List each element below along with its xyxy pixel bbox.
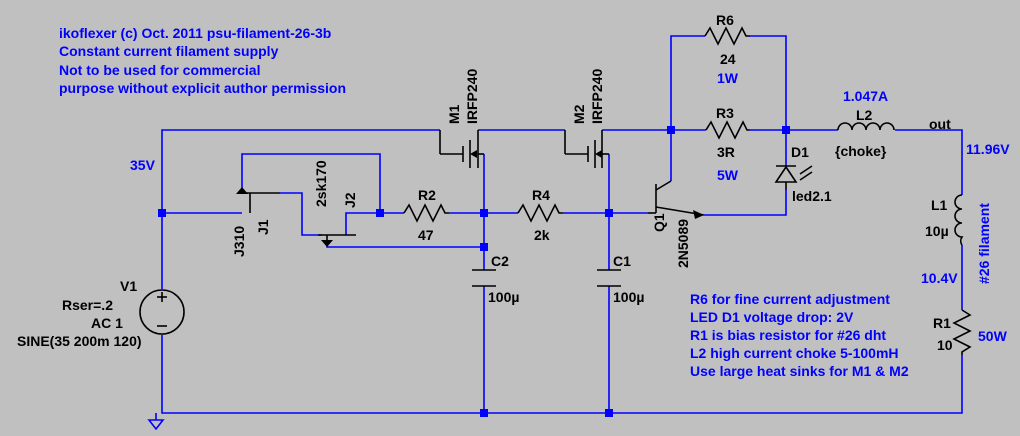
r6-resistor-symbol [704,26,750,46]
net-label-current: 1.047A [843,88,888,104]
net-label-mid-voltage: 10.4V [921,270,958,286]
m2-value: IRFP240 [589,69,605,124]
r1-value: 10 [937,337,953,353]
j2-name: J2 [342,192,358,208]
v1-param: SINE(35 200m 120) [17,333,142,349]
r6-name: R6 [716,12,734,28]
net-labels: 35V 1.047A out 11.96V 10.4V #26 filament [130,88,1010,286]
note-line: Constant current filament supply [59,43,279,59]
r1-name: R1 [933,315,951,331]
l1-value: 10µ [925,223,949,239]
note-line: Use large heat sinks for M1 & M2 [690,363,909,379]
j2-jfet-symbol [318,234,356,247]
m1-mosfet-symbol [439,130,484,168]
note-line: ikoflexer (c) Oct. 2011 psu-filament-26-… [59,25,331,41]
c2-capacitor-symbol [472,269,496,287]
wires [147,35,963,431]
m1-name: M1 [446,104,462,124]
r6-power: 1W [717,70,739,86]
q1-bjt-symbol [648,180,705,219]
m1-value: IRFP240 [464,69,480,124]
note-line: Not to be used for commercial [59,62,260,78]
r3-value: 3R [717,144,735,160]
r2-resistor-symbol [403,203,449,223]
notes-top: ikoflexer (c) Oct. 2011 psu-filament-26-… [59,25,346,96]
note-line: L2 high current choke 5-100mH [690,345,899,361]
j1-name: J1 [255,219,271,235]
j1-value: J310 [231,226,247,257]
r1-resistor-symbol [952,309,972,355]
note-line: purpose without explicit author permissi… [59,80,346,96]
q1-value: 2N5089 [675,219,691,268]
j2-value: 2sk170 [313,160,329,207]
note-line: LED D1 voltage drop: 2V [690,309,854,325]
r1-power: 50W [978,328,1008,344]
v1-name: V1 [120,278,137,294]
v1-source-symbol [139,289,185,335]
l1-name: L1 [931,197,948,213]
v1-param: Rser=.2 [62,297,113,313]
r3-resistor-symbol [705,120,750,140]
v1-param: AC 1 [91,315,123,331]
r2-name: R2 [418,187,436,203]
net-label-35v: 35V [130,157,156,173]
d1-value: led2.1 [792,188,832,204]
d1-name: D1 [791,144,809,160]
note-line: R6 for fine current adjustment [690,291,890,307]
r4-resistor-symbol [517,203,563,223]
net-label-out: out [929,116,951,132]
m2-name: M2 [571,104,587,124]
c1-value: 100µ [613,289,644,305]
r4-name: R4 [532,187,550,203]
l2-value: {choke} [835,143,887,159]
c2-value: 100µ [488,289,519,305]
component-labels: R6 24 1W R3 3R 5W L2 {choke} D1 led2.1 M… [17,12,1008,353]
r3-name: R3 [716,105,734,121]
r6-value: 24 [720,51,736,67]
l1-inductor-symbol [954,194,964,246]
r3-power: 5W [717,167,739,183]
r2-value: 47 [418,227,434,243]
net-label-out-voltage: 11.96V [966,141,1010,157]
filament-label: #26 filament [976,203,992,284]
m2-mosfet-symbol [564,130,609,168]
note-line: R1 is bias resistor for #26 dht [690,327,886,343]
j1-jfet-symbol [236,187,280,213]
c1-name: C1 [613,253,631,269]
notes-bottom: R6 for fine current adjustment LED D1 vo… [690,291,909,379]
l2-name: L2 [856,107,873,123]
l2-inductor-symbol [837,122,895,131]
junction-dots [158,126,790,417]
r4-value: 2k [534,227,550,243]
q1-name: Q1 [651,213,667,232]
d1-led-symbol [774,165,813,190]
c2-name: C2 [491,253,509,269]
c1-capacitor-symbol [597,269,621,287]
